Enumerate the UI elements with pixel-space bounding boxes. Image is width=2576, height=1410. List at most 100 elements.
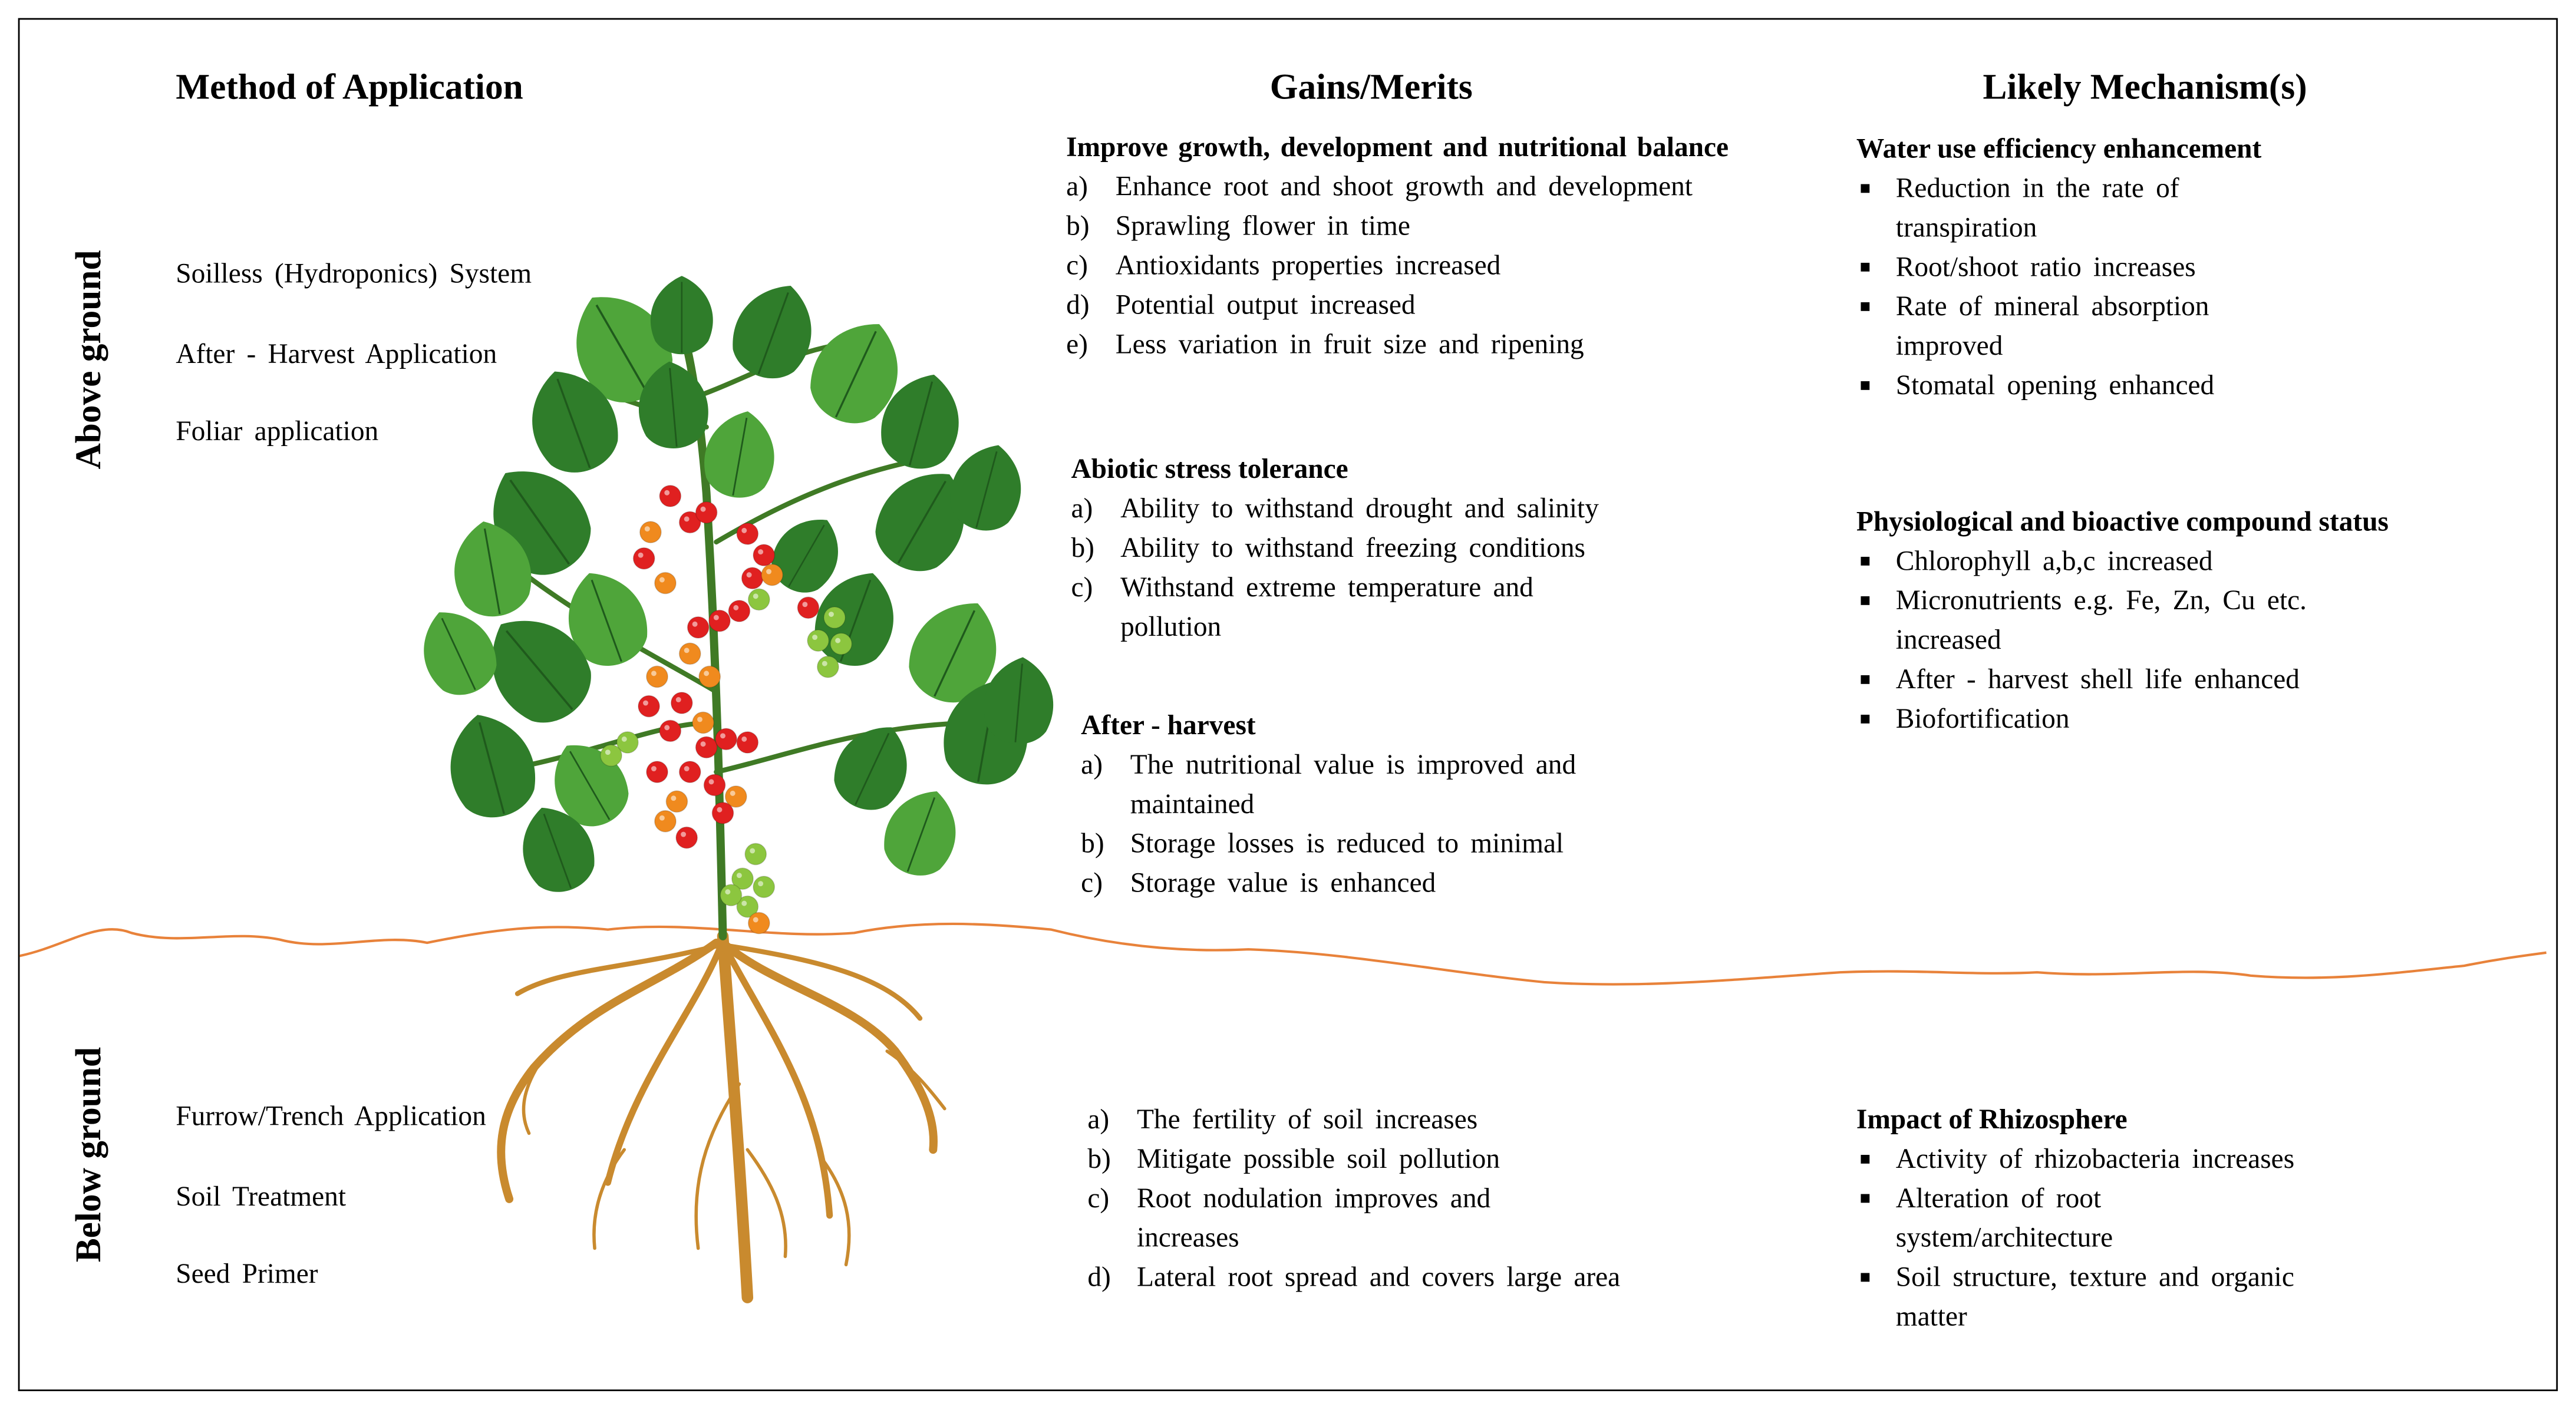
leaf-vein xyxy=(543,813,572,889)
list-item: a)The fertility of soil increases xyxy=(1087,1104,1478,1135)
below-ground-label: Below ground xyxy=(67,1047,108,1263)
leaf-blade xyxy=(569,573,648,666)
tomato-highlight xyxy=(758,881,764,887)
leaf-vein xyxy=(483,528,501,615)
list-item: b)Ability to withstand freezing conditio… xyxy=(1071,532,1585,564)
square-bullet-icon: ■ xyxy=(1859,1189,1871,1209)
leaf xyxy=(810,324,898,424)
tomato-highlight xyxy=(651,766,657,772)
root-strand xyxy=(885,1049,946,1111)
root-strand xyxy=(592,1148,626,1250)
leaf-vein xyxy=(569,751,611,820)
leaf-vein xyxy=(595,304,649,395)
diagram-frame xyxy=(18,18,2558,1392)
tomato-highlight xyxy=(733,605,739,610)
list-item: d)Potential output increased xyxy=(1066,289,1416,321)
tomato-highlight xyxy=(704,671,710,676)
leaf xyxy=(834,727,907,810)
tomato-highlight xyxy=(681,831,687,837)
leaf xyxy=(569,573,648,666)
leaf xyxy=(950,445,1021,531)
header-gains: Gains/Merits xyxy=(1269,65,1473,107)
list-item: ■After - harvest shell life enhanced xyxy=(1856,661,2415,700)
root-strand xyxy=(514,943,719,996)
square-bullet-icon: ■ xyxy=(1859,376,1871,396)
foliage xyxy=(424,276,1054,940)
leaf-blade xyxy=(424,612,497,695)
leaf xyxy=(576,297,673,402)
leaf-vein xyxy=(556,378,591,468)
tomato-fruit xyxy=(654,572,677,595)
plant-stem xyxy=(714,720,988,775)
mechanism-water-block: Water use efficiency enhancement ■Reduct… xyxy=(1856,130,2349,405)
tomato-fruit xyxy=(747,588,770,611)
tomato-highlight xyxy=(697,716,702,722)
root-strand xyxy=(819,1156,851,1267)
leaf xyxy=(771,519,838,593)
tomato-fruit xyxy=(708,609,731,632)
list-item: ■Alteration of root system/architecture xyxy=(1856,1179,2382,1258)
list-item: a)The nutritional value is improved and … xyxy=(1081,749,1576,820)
list-item: b)Storage losses is reduced to minimal xyxy=(1081,827,1564,859)
leaf-blade xyxy=(704,411,774,498)
ground-line xyxy=(19,922,2547,986)
leaf-blade xyxy=(771,519,838,593)
tomato-highlight xyxy=(638,552,644,558)
leaf-vein xyxy=(669,368,678,447)
tomato-fruit xyxy=(616,731,639,754)
mechanism-physiological-block: Physiological and bioactive compound sta… xyxy=(1856,503,2415,739)
square-bullet-icon: ■ xyxy=(1859,709,1871,729)
list-item: ■Chlorophyll a,b,c increased xyxy=(1856,542,2415,582)
tomato-highlight xyxy=(643,700,648,706)
tomato-highlight xyxy=(741,900,747,906)
leaf xyxy=(884,791,956,876)
gains-growth-title: Improve growth, development and nutritio… xyxy=(1066,131,1729,163)
tomato-fruit xyxy=(695,501,718,524)
leaf xyxy=(638,361,708,448)
method-after-harvest: After - Harvest Application xyxy=(176,338,497,370)
tomato-fruit xyxy=(599,744,622,767)
tomato-highlight xyxy=(766,569,772,574)
leaf xyxy=(875,474,964,572)
tomato-fruit xyxy=(678,761,701,784)
tomato-fruit xyxy=(747,912,770,935)
leaf-vein xyxy=(909,381,934,466)
method-hydroponics: Soilless (Hydroponics) System xyxy=(176,257,532,289)
tomato-highlight xyxy=(730,790,735,796)
tomato-highlight xyxy=(822,661,827,666)
leaf xyxy=(492,620,591,723)
tomato-fruit xyxy=(731,867,754,890)
leaf-vein xyxy=(505,630,573,711)
leaf-vein xyxy=(897,480,946,564)
tomato-highlight xyxy=(621,736,627,742)
gains-growth-block: Improve growth, development and nutritio… xyxy=(1066,128,1773,364)
method-seed-primer: Seed Primer xyxy=(176,1258,318,1290)
tomato-fruit xyxy=(807,629,830,652)
tomato-fruit xyxy=(715,728,738,751)
leaf xyxy=(454,521,532,617)
tomato-fruit xyxy=(797,596,820,619)
tomato-fruit xyxy=(830,632,853,655)
leaf-vein xyxy=(479,722,505,814)
tomato-fruit xyxy=(741,567,764,590)
tomato-highlight xyxy=(741,527,747,533)
tomato-highlight xyxy=(675,697,681,702)
tomato-highlight xyxy=(753,917,758,923)
leaf xyxy=(523,807,595,892)
tomato-fruit xyxy=(659,719,682,742)
list-item: ■Biofortification xyxy=(1856,699,2415,739)
root-strand xyxy=(746,1148,787,1259)
mechanism-physiological-title: Physiological and bioactive compound sta… xyxy=(1856,506,2389,537)
header-method: Method of Application xyxy=(176,65,523,107)
leaf-vein xyxy=(1014,663,1023,742)
tomato-fruit xyxy=(678,642,701,665)
list-item: ■Rate of mineral absorption improved xyxy=(1856,288,2349,366)
leaf xyxy=(450,715,535,818)
leaf xyxy=(532,371,618,473)
tomato-fruit xyxy=(678,511,701,534)
tomato-fruit xyxy=(823,606,846,629)
leaf-blade xyxy=(950,445,1021,531)
tomato-highlight xyxy=(651,671,657,676)
tomato-highlight xyxy=(758,549,764,555)
gains-abiotic-title: Abiotic stress tolerance xyxy=(1071,453,1348,485)
